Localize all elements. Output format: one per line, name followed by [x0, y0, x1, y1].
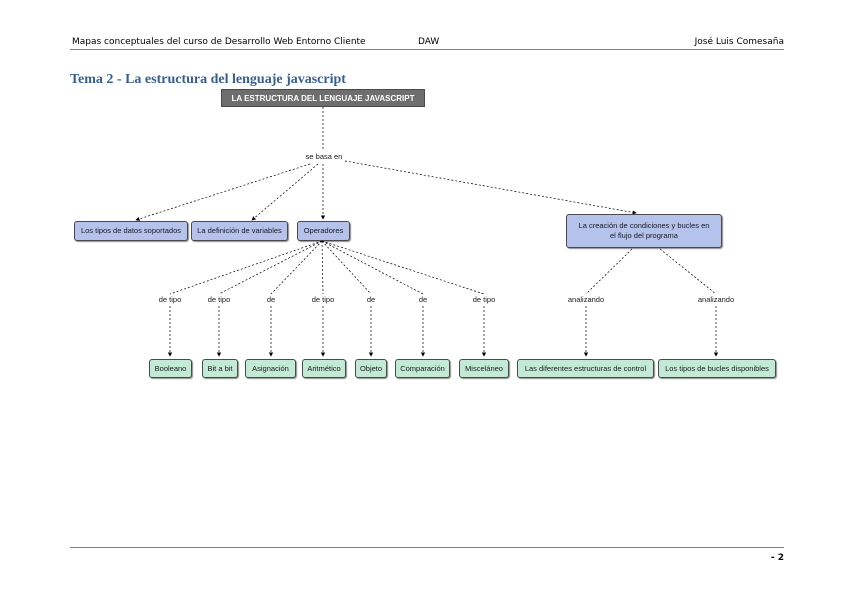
concept-miscellaneous: Misceláneo: [459, 359, 509, 378]
concept-bitwise: Bit a bit: [202, 359, 238, 378]
page-number: - 2: [770, 553, 784, 563]
concept-assignment: Asignación: [245, 359, 296, 378]
header-course-title: Mapas conceptuales del curso de Desarrol…: [72, 37, 366, 47]
link-label-analizando: analizando: [567, 295, 605, 304]
header-course-code: DAW: [418, 37, 440, 47]
page-title: Tema 2 - La estructura del lenguaje java…: [70, 72, 346, 87]
concept-boolean: Booleano: [149, 359, 192, 378]
concept-data-types: Los tipos de datos soportados: [74, 221, 188, 241]
concept-arithmetic: Aritmético: [302, 359, 346, 378]
concept-root: LA ESTRUCTURA DEL LENGUAJE JAVASCRIPT: [221, 89, 425, 107]
link-label-de: de: [366, 295, 376, 304]
concept-comparison: Comparación: [395, 359, 450, 378]
header-rule: [70, 49, 784, 50]
concept-conditions-loops: La creación de condiciones y bucles en e…: [566, 214, 722, 248]
link-label-de-tipo: de tipo: [158, 295, 182, 304]
link-label-de: de: [266, 295, 276, 304]
concept-loop-types: Los tipos de bucles disponibles: [658, 359, 776, 378]
link-label-de-tipo: de tipo: [472, 295, 496, 304]
concept-operators: Operadores: [297, 221, 350, 241]
header-author: José Luis Comesaña: [694, 37, 784, 47]
link-label-analizando: analizando: [697, 295, 735, 304]
concept-object: Objeto: [355, 359, 387, 378]
link-label-se-basa-en: se basa en: [305, 152, 343, 161]
concept-control-structures: Las diferentes estructuras de control: [517, 359, 654, 378]
link-label-de-tipo: de tipo: [311, 295, 335, 304]
link-label-de-tipo: de tipo: [207, 295, 231, 304]
footer-rule: [70, 547, 784, 548]
link-label-de: de: [418, 295, 428, 304]
concept-variable-definition: La definición de variables: [191, 221, 288, 241]
